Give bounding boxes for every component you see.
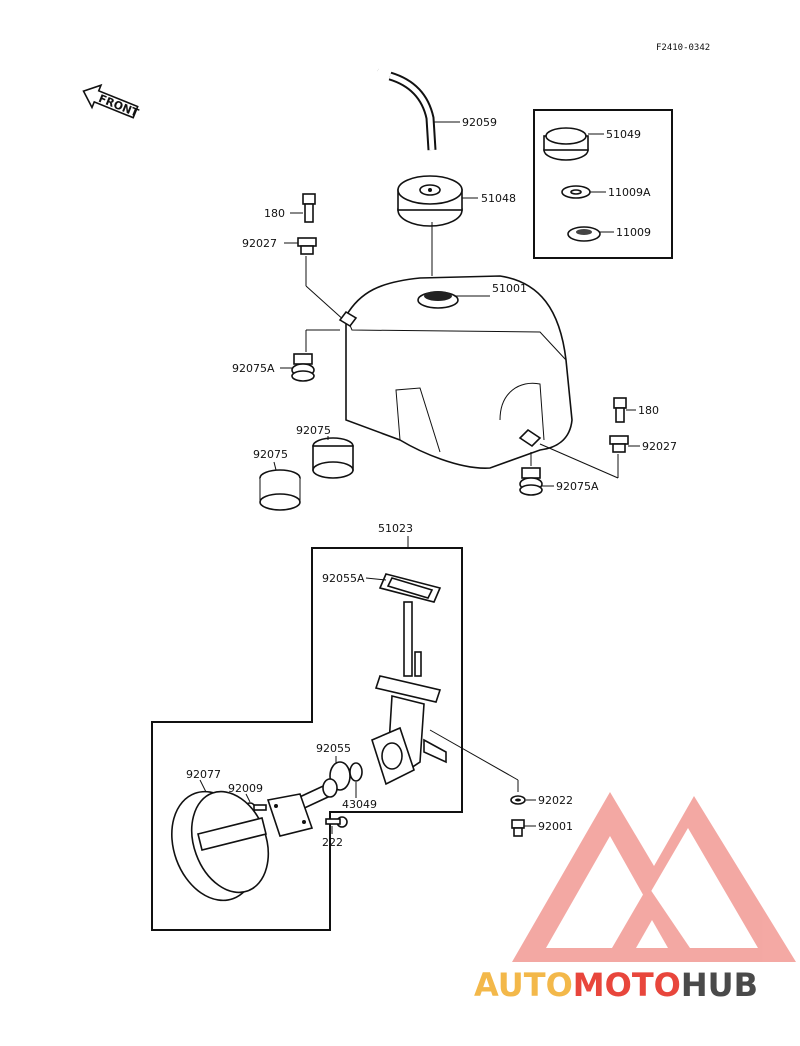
label-43049: 43049	[342, 798, 377, 811]
cap-gasket	[567, 226, 601, 242]
label-51023: 51023	[378, 522, 413, 535]
watermark-moto: MOTO	[573, 966, 681, 1004]
bolt-180-right	[613, 397, 627, 423]
front-arrow: FRONT	[82, 83, 141, 120]
label-11009: 11009	[616, 226, 651, 239]
label-92055: 92055	[316, 742, 351, 755]
label-92022: 92022	[538, 794, 573, 807]
lever-plate	[266, 793, 314, 837]
grommet-92075a-right	[519, 467, 543, 496]
lever-spindle	[297, 778, 338, 810]
label-92027-right: 92027	[642, 440, 677, 453]
label-92075a-right: 92075A	[556, 480, 599, 493]
watermark-text: AUTOMOTOHUB	[474, 966, 758, 1004]
label-92059: 92059	[462, 116, 497, 129]
label-92077: 92077	[186, 768, 221, 781]
label-11009a: 11009A	[608, 186, 651, 199]
front-arrow-label: FRONT	[97, 92, 141, 120]
label-92055a: 92055A	[322, 572, 365, 585]
gasket-92055a	[378, 573, 442, 603]
screen-43049	[349, 762, 363, 782]
fuel-tank	[338, 275, 573, 469]
label-180-right: 180	[638, 404, 659, 417]
fuel-cock-assembly-outline	[151, 547, 463, 931]
washer-92022	[510, 795, 526, 805]
alt-cap-inset	[533, 109, 673, 259]
knob-cover-92077	[171, 790, 270, 902]
screw-222	[325, 816, 348, 828]
svg-text:AUTOMOTOHUB: AUTOMOTOHUB	[474, 966, 758, 1004]
label-51001: 51001	[492, 282, 527, 295]
bolt-180-left	[302, 193, 316, 223]
drawing-code: F2410-0342	[656, 43, 710, 53]
label-92075-top: 92075	[296, 424, 331, 437]
watermark-auto: AUTO	[474, 966, 573, 1004]
label-51049: 51049	[606, 128, 641, 141]
damper-92075-left	[259, 469, 301, 511]
bolt-92001	[511, 819, 525, 837]
label-92001: 92001	[538, 820, 573, 833]
fuel-cap	[397, 175, 463, 227]
collar-92027-right	[609, 435, 629, 453]
label-222: 222	[322, 836, 343, 849]
label-92009: 92009	[228, 782, 263, 795]
label-51048: 51048	[481, 192, 516, 205]
collar-92027-left	[297, 237, 317, 255]
damper-92075-top	[312, 437, 354, 479]
grommet-92075a-left	[291, 353, 315, 382]
watermark-logo	[512, 792, 796, 962]
label-92075-left: 92075	[253, 448, 288, 461]
label-92027-left: 92027	[242, 237, 277, 250]
label-92075a-left: 92075A	[232, 362, 275, 375]
cap-washer	[561, 185, 591, 199]
breather-hose	[322, 60, 437, 151]
label-180-left: 180	[264, 207, 285, 220]
fuel-cock	[371, 601, 447, 786]
watermark-hub: HUB	[681, 966, 758, 1004]
alt-cap	[543, 127, 589, 161]
